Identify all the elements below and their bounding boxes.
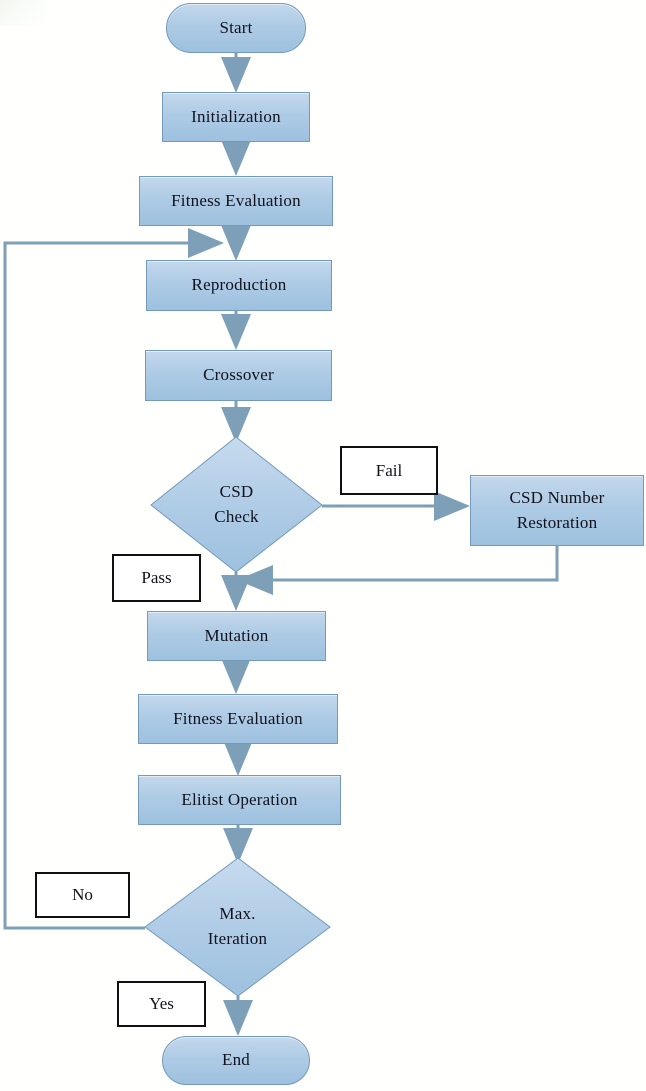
edge-label-pass: Pass [112, 554, 201, 602]
node-csd-number-restoration[interactable]: CSD Number Restoration [470, 475, 644, 546]
node-reproduction-label: Reproduction [191, 275, 287, 295]
edge-label-yes: Yes [117, 981, 206, 1027]
edge-label-fail: Fail [340, 446, 438, 495]
edge-label-pass-text: Pass [141, 568, 172, 587]
node-crossover[interactable]: Crossover [145, 350, 332, 401]
node-end-label: End [222, 1050, 250, 1070]
node-max-iteration-label-line2: Iteration [207, 929, 268, 948]
node-mutation[interactable]: Mutation [147, 611, 326, 661]
node-elitist-operation-label: Elitist Operation [181, 789, 298, 809]
node-fitness-evaluation-2[interactable]: Fitness Evaluation [138, 694, 338, 744]
edge-label-yes-text: Yes [149, 994, 174, 1013]
node-initialization[interactable]: Initialization [162, 92, 310, 142]
node-max-iteration[interactable]: Max. Iteration [145, 858, 330, 996]
node-crossover-label: Crossover [203, 365, 274, 385]
edge-maxiter-to-reproduction-no [3, 228, 224, 930]
node-csd-check[interactable]: CSD Check [151, 437, 322, 572]
node-start[interactable]: Start [166, 3, 306, 53]
node-fitness-evaluation-1[interactable]: Fitness Evaluation [139, 176, 333, 226]
node-csd-check-label-line2: Check [214, 506, 259, 526]
node-csd-check-label-line1: CSD [219, 481, 254, 501]
max-iteration-diamond-shape [144, 857, 331, 997]
node-start-label: Start [219, 17, 253, 37]
node-fitness-evaluation-1-label: Fitness Evaluation [171, 190, 301, 210]
node-fitness-evaluation-2-label: Fitness Evaluation [173, 708, 303, 728]
node-csd-number-restoration-label-line2: Restoration [516, 512, 598, 532]
csd-check-diamond-shape [150, 436, 323, 573]
edge-csdrestore-to-mutation-return [237, 546, 559, 595]
edge-label-no-text: No [72, 885, 93, 904]
node-elitist-operation[interactable]: Elitist Operation [138, 775, 341, 825]
node-max-iteration-label-line1: Max. [219, 904, 256, 924]
edge-label-no: No [35, 872, 130, 918]
edge-label-fail-text: Fail [375, 460, 403, 480]
node-initialization-label: Initialization [191, 106, 281, 126]
node-reproduction[interactable]: Reproduction [146, 260, 332, 311]
node-mutation-label: Mutation [204, 625, 269, 645]
node-csd-number-restoration-label-line1: CSD Number [509, 487, 605, 507]
node-end[interactable]: End [162, 1036, 310, 1085]
